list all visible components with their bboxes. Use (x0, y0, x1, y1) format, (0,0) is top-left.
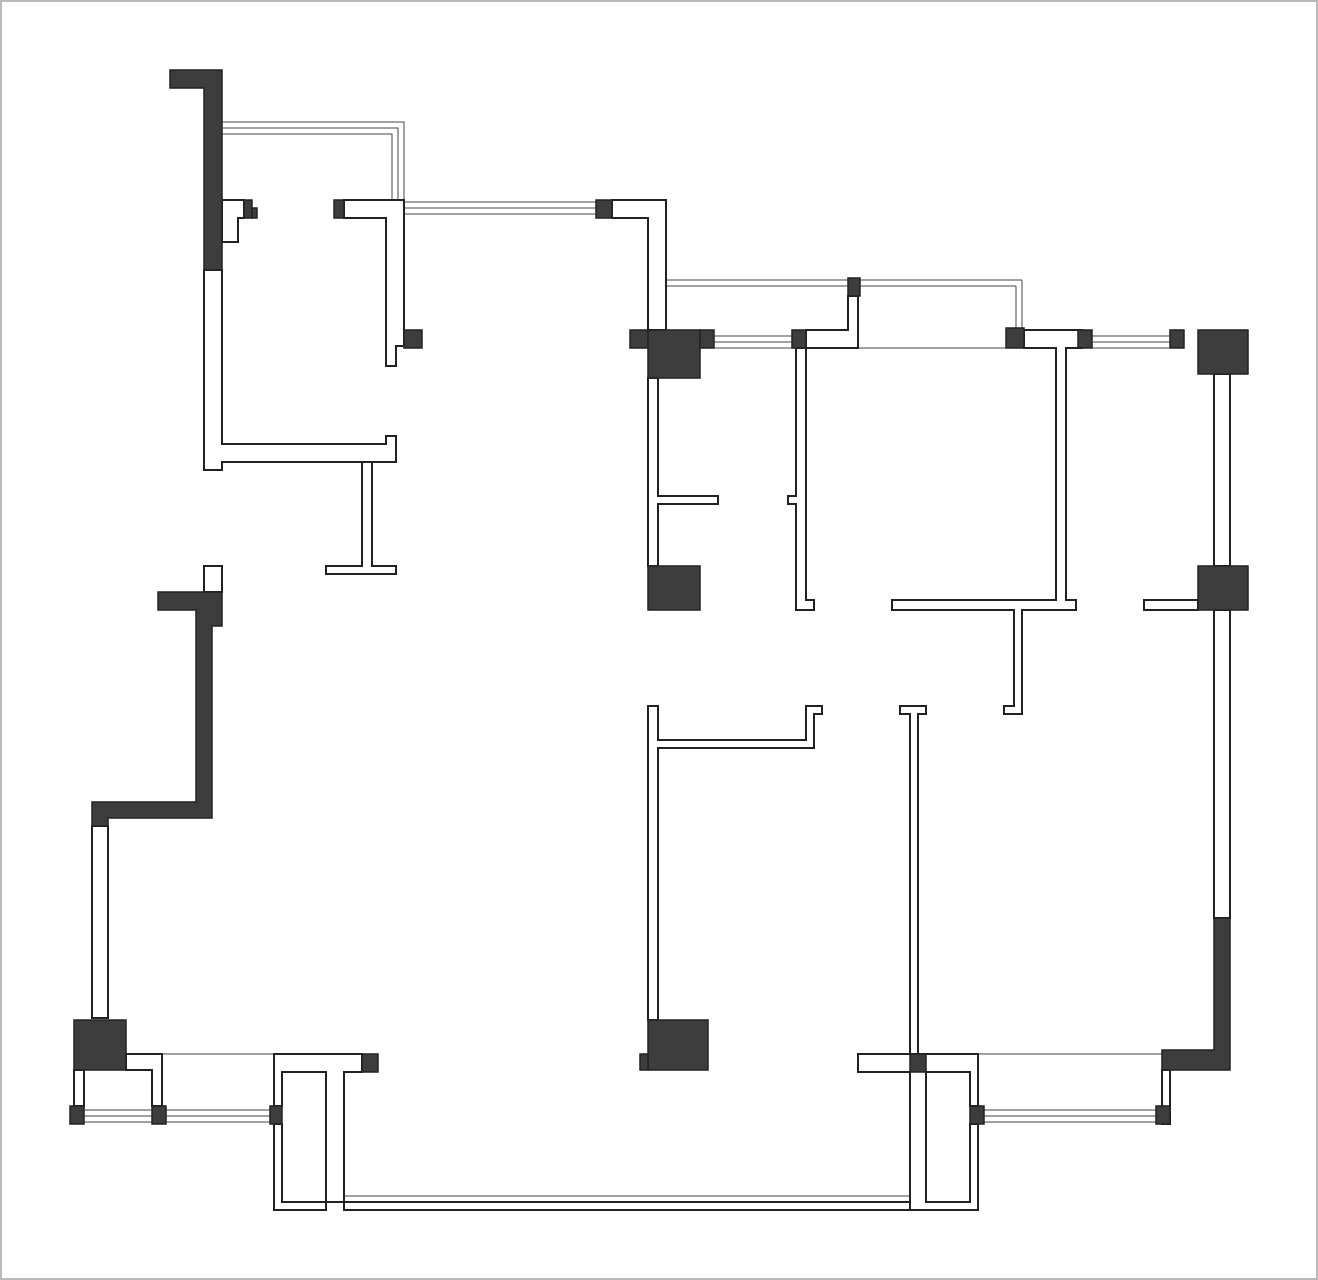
wall-t-partition (325, 461, 397, 575)
shear-wall-northwest (169, 69, 223, 271)
wall-north-block (343, 199, 405, 367)
columns (69, 69, 1249, 1125)
wall-south-left-frame (273, 1053, 363, 1203)
shear-wall-southeast (1161, 917, 1231, 1071)
column-south-right-jamb (969, 1105, 985, 1125)
wall-east-upper (1213, 373, 1231, 567)
column-bath-south (647, 1019, 709, 1071)
wall-south-right-frame (857, 1053, 979, 1211)
column-east-middle (1197, 565, 1249, 611)
column-entry-tab (251, 207, 258, 219)
column-window-jamb-4 (1077, 329, 1093, 349)
wall-east-middle (1213, 609, 1231, 919)
window-south-living (279, 1124, 971, 1203)
window-balcony-top-right (666, 279, 1023, 330)
column-north-block-foot (403, 329, 423, 349)
column-bath-south-tab (639, 1053, 649, 1071)
column-southwest-jamb-right (151, 1105, 167, 1125)
walls (73, 199, 1231, 1211)
column-north-block-tab (333, 199, 345, 219)
wall-southwest-jamb (73, 1069, 85, 1107)
wall-west-lower (91, 825, 109, 1019)
column-window-jamb-3 (1005, 327, 1025, 349)
wall-southwest-corner (125, 1053, 163, 1107)
column-southeast-jamb (1155, 1105, 1171, 1125)
wall-kitchen-west (647, 377, 719, 567)
column-southwest (73, 1019, 127, 1071)
wall-west-stub (203, 565, 223, 593)
window-south-right (978, 1053, 1162, 1123)
column-southwest-jamb-left (69, 1105, 85, 1125)
column-kitchen-south (647, 565, 701, 611)
window-north-2 (714, 335, 792, 349)
column-kitchen-tab (629, 329, 649, 349)
column-south-left-jamb (269, 1105, 283, 1125)
wall-north-stair (611, 199, 667, 331)
column-window-jamb-1 (699, 329, 715, 349)
wall-entry-stub (221, 199, 245, 243)
window-balcony-top-left (222, 121, 405, 202)
column-window-jamb-2 (791, 329, 807, 349)
wall-west-upper (203, 269, 397, 471)
wall-bedroom3-stub (1143, 599, 1199, 611)
wall-bedroom1-east (787, 347, 815, 611)
shear-wall-west (91, 591, 223, 827)
column-window-jamb-5 (1169, 329, 1185, 349)
windows (84, 121, 1170, 1203)
window-north-4 (1092, 335, 1170, 349)
column-south-left-tab (361, 1053, 379, 1073)
wall-living-partition (899, 705, 927, 1055)
wall-bedroom2 (891, 329, 1083, 715)
window-north-1 (404, 201, 597, 215)
column-kitchen-north (647, 329, 701, 379)
column-north-stair (595, 199, 613, 219)
column-balcony-post (847, 277, 861, 297)
column-entry-small (243, 199, 253, 219)
wall-bath-partition (647, 705, 823, 1021)
column-northeast (1197, 329, 1249, 375)
wall-south-left-base (273, 1123, 327, 1211)
column-living-partition (909, 1053, 927, 1073)
wall-balcony-link (805, 295, 859, 349)
wall-south-living-base (343, 1201, 911, 1211)
